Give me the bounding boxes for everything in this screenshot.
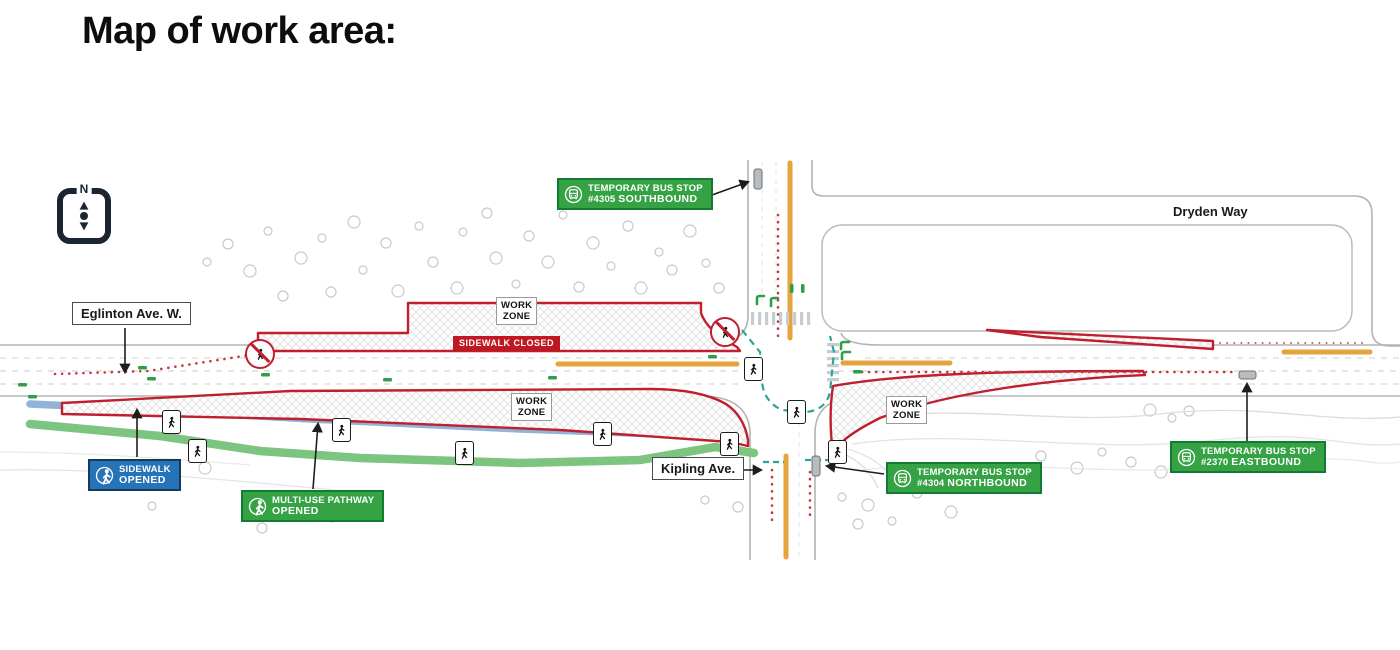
bus-stop-title: TEMPORARY BUS STOP (1201, 446, 1316, 457)
bus-stop-number: #2370 (1201, 457, 1229, 468)
pedestrian-circle-icon (95, 466, 114, 485)
pedestrian-route-icon (332, 418, 351, 442)
work-zone-line2: ZONE (502, 311, 531, 322)
bus-stop-4305-badge: TEMPORARY BUS STOP #4305 SOUTHBOUND (557, 178, 713, 210)
no-pedestrians-icon (245, 339, 275, 369)
eglinton-ave-label: Eglinton Ave. W. (72, 302, 191, 325)
multi-use-pathway-opened-badge: MULTI-USE PATHWAY OPENED (241, 490, 385, 522)
no-pedestrians-icon (710, 317, 740, 347)
pedestrian-route-icon (787, 400, 806, 424)
bus-stop-title: TEMPORARY BUS STOP (917, 467, 1032, 478)
work-zone-label-north: WORK ZONE (496, 297, 538, 325)
bus-stop-marker-northbound (811, 455, 821, 477)
page-title: Map of work area: (82, 10, 397, 52)
pedestrian-route-icon (828, 440, 847, 464)
work-zone-east-wedge (985, 328, 1215, 351)
bus-stop-direction: NORTHBOUND (947, 477, 1028, 489)
work-zone-areas (60, 301, 1215, 448)
work-zone-line2: ZONE (892, 410, 921, 421)
red-dotted-lines (53, 213, 1369, 522)
multi-use-pathway-line (25, 419, 759, 468)
compass-needle-icon (79, 201, 89, 231)
sidewalk-opened-badge: SIDEWALK OPENED (88, 459, 181, 491)
north-label: N (76, 183, 92, 195)
work-zone-line1: WORK (891, 399, 923, 410)
kipling-ave-label: Kipling Ave. (652, 457, 745, 480)
work-zone-line1: WORK (501, 300, 533, 311)
multi-use-line2: OPENED (272, 505, 319, 517)
lane-arrows (18, 284, 862, 399)
work-zone-south-east (829, 369, 1147, 448)
pedestrian-route-icon (188, 439, 207, 463)
sidewalk-closed-badge: SIDEWALK CLOSED (453, 336, 561, 351)
bus-stop-direction: SOUTHBOUND (618, 193, 698, 205)
pedestrian-detour-teal-2 (763, 458, 834, 464)
work-zone-line1: WORK (516, 396, 548, 407)
work-zone-label-southeast: WORK ZONE (886, 396, 928, 424)
dryden-way-label: Dryden Way (1173, 204, 1248, 219)
sidewalk-opened-line2: OPENED (119, 474, 166, 486)
pedestrian-route-icon (744, 357, 763, 381)
bus-stop-marker-southbound (753, 168, 763, 190)
bus-stop-title: TEMPORARY BUS STOP (588, 183, 703, 194)
work-zone-line2: ZONE (517, 407, 546, 418)
pedestrian-route-icon (455, 441, 474, 465)
pedestrian-circle-icon (248, 497, 267, 516)
sidewalk-opened-line1: SIDEWALK (119, 464, 171, 475)
bus-stop-2370-badge: TEMPORARY BUS STOP #2370 EASTBOUND (1170, 441, 1326, 473)
bus-stop-number: #4305 (588, 194, 616, 205)
pedestrian-route-icon (720, 432, 739, 456)
pedestrian-route-icon (162, 410, 181, 434)
multi-use-line1: MULTI-USE PATHWAY (272, 495, 375, 506)
work-zone-label-southwest: WORK ZONE (511, 393, 553, 421)
pedestrian-route-icon (593, 422, 612, 446)
bus-icon (1177, 448, 1196, 467)
bus-stop-4304-badge: TEMPORARY BUS STOP #4304 NORTHBOUND (886, 462, 1042, 494)
north-compass: N (57, 183, 111, 244)
pedestrian-detour-teal (741, 329, 836, 414)
bus-stop-markers (753, 168, 1257, 477)
median-lines (555, 160, 1373, 560)
bus-icon (564, 185, 583, 204)
bus-stop-marker-eastbound (1238, 370, 1257, 380)
work-zone-north (256, 301, 742, 353)
bus-icon (893, 469, 912, 488)
bus-stop-number: #4304 (917, 478, 945, 489)
bus-stop-direction: EASTBOUND (1231, 456, 1302, 468)
work-zone-south-west (60, 387, 750, 448)
